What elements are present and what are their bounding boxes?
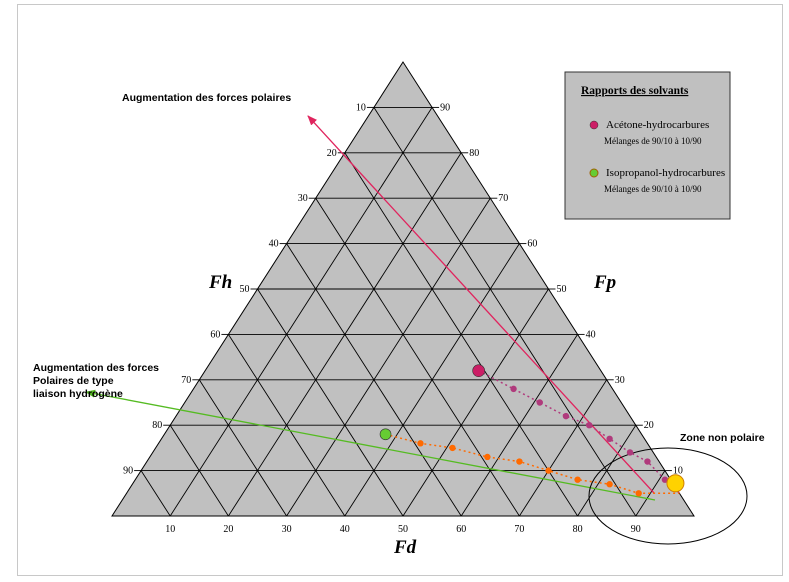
tick-label-fp: 90 <box>440 102 450 113</box>
tick-label-fp: 50 <box>557 284 567 295</box>
grid-line <box>228 152 462 517</box>
grid-line <box>169 107 433 517</box>
data-point <box>545 467 552 474</box>
tick-label-fd: 60 <box>456 524 466 535</box>
legend-sub-isopropanol: Mélanges de 90/10 à 10/90 <box>604 184 702 194</box>
legend: Rapports des solvants Acétone-hydrocarbu… <box>564 71 731 220</box>
nonpolar-zone-annotation: Zone non polaire <box>680 432 765 444</box>
axis-label-fh: Fh <box>208 272 232 293</box>
grid-line <box>635 470 666 517</box>
data-point <box>536 399 543 406</box>
series-start-point <box>472 364 485 378</box>
tick-label-fh: 20 <box>327 148 337 159</box>
tick-label-fh: 70 <box>181 375 191 386</box>
tick-label-fd: 40 <box>340 524 350 535</box>
pure-hydrocarbon-point <box>666 474 685 493</box>
tick-label-fh: 40 <box>269 239 279 250</box>
grid-line <box>286 197 491 517</box>
fp-tick-labels: 90 80 70 60 50 40 30 20 10 <box>432 102 683 477</box>
data-point <box>562 412 570 420</box>
data-point <box>661 476 669 483</box>
grid-line <box>257 288 404 517</box>
tick-label-fd: 50 <box>398 524 408 535</box>
legend-label-isopropanol: Isopropanol-hydrocarbures <box>606 167 725 179</box>
legend-marker-acetone <box>589 120 599 130</box>
tick-label-fp: 80 <box>469 148 479 159</box>
grid-line <box>140 470 171 517</box>
tick-label-fp: 30 <box>615 375 625 386</box>
axis-label-fd: Fd <box>393 537 417 558</box>
tick-label-fd: 70 <box>514 524 524 535</box>
nonpolar-zone-ellipse <box>588 447 748 545</box>
legend-marker-isopropanol <box>589 168 599 178</box>
legend-sub-acetone: Mélanges de 90/10 à 10/90 <box>604 136 702 146</box>
tick-label-fh: 10 <box>356 102 366 113</box>
grid-line <box>315 197 520 517</box>
data-point <box>449 444 456 452</box>
axis-label-fp: Fp <box>593 272 616 293</box>
series-acetone <box>472 364 680 494</box>
polar-arrow <box>307 115 655 494</box>
series-start-point <box>379 428 392 441</box>
legend-box <box>564 71 731 220</box>
data-point <box>626 449 634 456</box>
data-point <box>510 385 517 393</box>
tick-label-fh: 50 <box>240 284 250 295</box>
hbond-arrow <box>85 389 656 501</box>
hbond-annotation-line1: Augmentation des forces <box>33 362 159 374</box>
hbond-annotation-line3: liaison hydrogène <box>33 388 123 400</box>
tick-label-fd: 30 <box>282 524 292 535</box>
series-line <box>385 433 680 495</box>
data-point <box>606 481 613 488</box>
series-isopropanol <box>379 428 685 497</box>
tick-label-fd: 80 <box>573 524 583 535</box>
legend-title: Rapports des solvants <box>581 85 689 97</box>
data-point <box>644 458 651 465</box>
data-point <box>606 435 613 443</box>
fd-tick-labels: 10 20 30 40 50 60 70 80 90 <box>165 524 641 535</box>
tick-label-fp: 70 <box>498 193 508 204</box>
tick-label-fp: 20 <box>644 420 654 431</box>
tick-label-fh: 90 <box>123 466 133 477</box>
tick-label-fp: 10 <box>673 466 683 477</box>
data-point <box>574 476 581 483</box>
data-point <box>417 440 424 447</box>
grid-line <box>198 379 287 517</box>
tick-label-fh: 60 <box>210 329 220 340</box>
data-point <box>586 422 593 429</box>
tick-label-fd: 90 <box>631 524 641 535</box>
tick-label-fp: 40 <box>586 329 596 340</box>
grid-line <box>402 288 549 517</box>
data-point <box>484 453 491 461</box>
hbond-annotation-line2: Polaires de type <box>33 375 114 387</box>
grid-line <box>373 107 637 517</box>
tick-label-fh: 30 <box>298 193 308 204</box>
tick-label-fd: 10 <box>165 524 175 535</box>
series-line <box>478 370 680 494</box>
tick-label-fh: 80 <box>152 420 162 431</box>
tick-label-fp: 60 <box>527 239 537 250</box>
ternary-grid <box>140 106 666 517</box>
fh-tick-labels: 10 20 30 40 50 60 70 80 90 <box>123 102 374 477</box>
grid-line <box>519 379 608 517</box>
grid-line <box>344 152 578 517</box>
polar-forces-annotation: Augmentation des forces polaires <box>122 92 291 104</box>
data-point <box>516 458 523 465</box>
tick-label-fd: 20 <box>223 524 233 535</box>
legend-label-acetone: Acétone-hydrocarbures <box>606 119 709 131</box>
data-point <box>635 490 642 497</box>
